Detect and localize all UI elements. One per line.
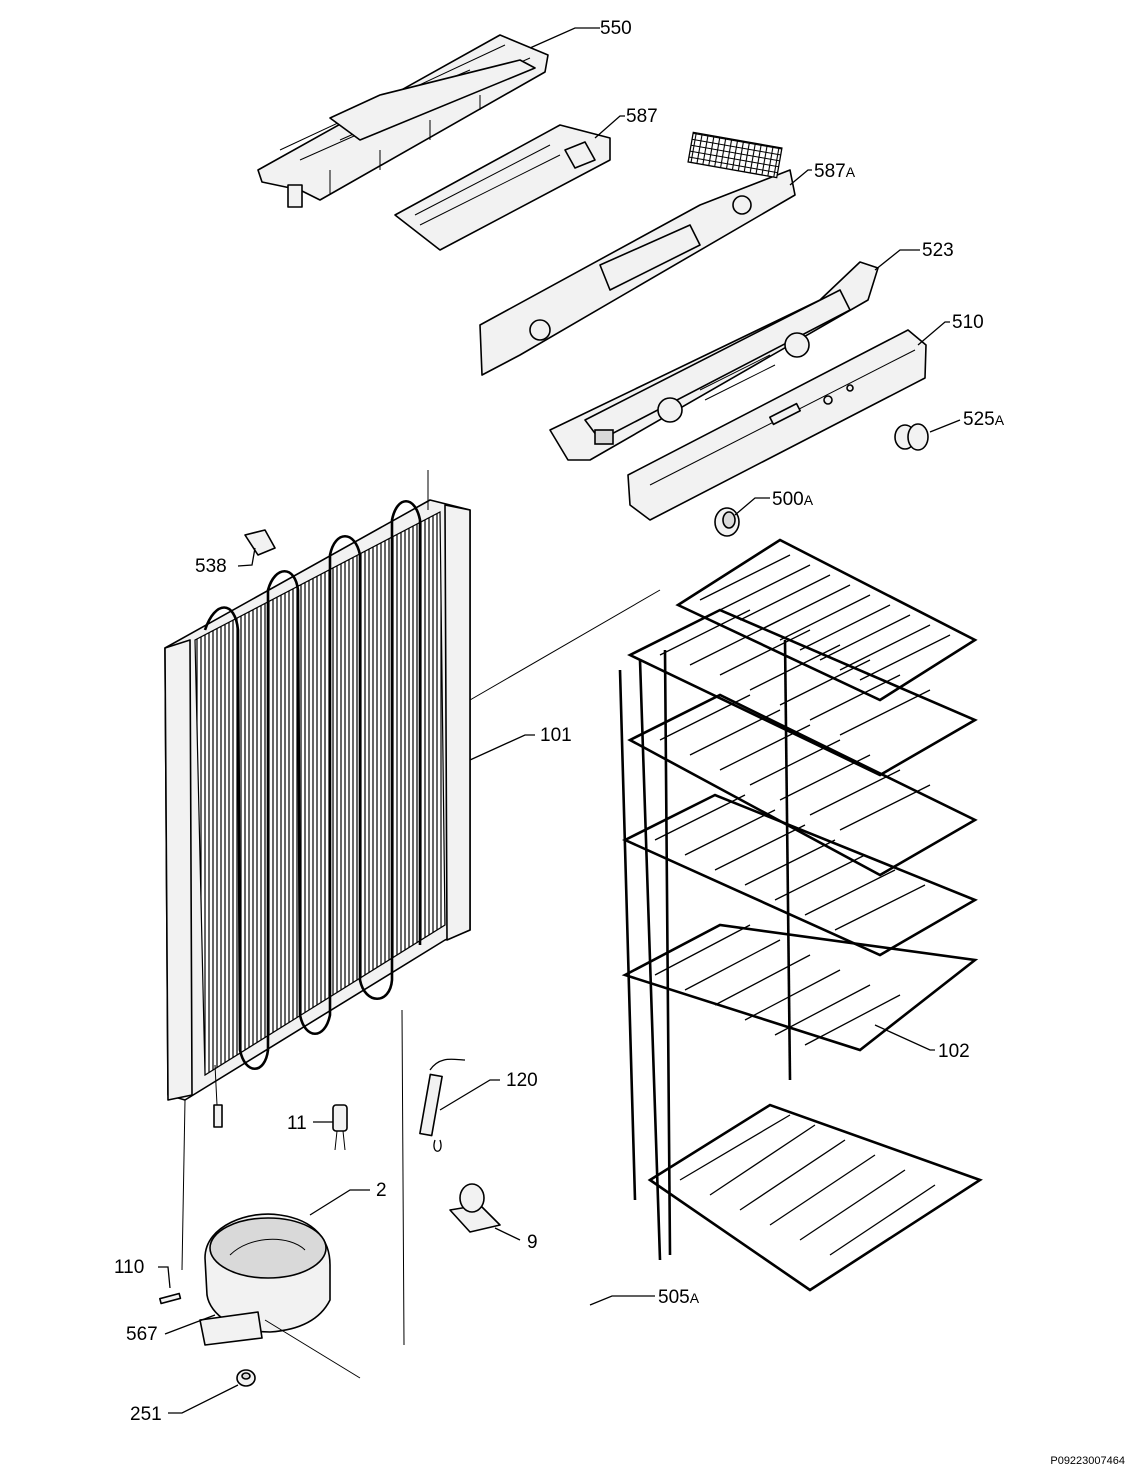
part-510-handle-bar (627, 329, 927, 521)
label-523: 523 (922, 240, 954, 261)
label-587: 587 (626, 106, 658, 127)
leader-538 (237, 547, 256, 567)
label-251: 251 (130, 1404, 162, 1425)
leader-110 (158, 1266, 171, 1289)
label-567: 567 (126, 1324, 158, 1345)
leader-102 (874, 1024, 935, 1051)
leader-505a (589, 1295, 655, 1306)
part-587a-panel (479, 131, 796, 376)
label-11: 11 (287, 1113, 307, 1134)
part-525a-knob (894, 423, 929, 451)
part-523-frame (549, 261, 879, 461)
label-110: 110 (114, 1257, 144, 1278)
leader-500a (734, 497, 770, 516)
part-251-grommet (236, 1369, 256, 1387)
leader-251 (168, 1384, 239, 1414)
leader-567 (164, 1314, 216, 1335)
label-538: 538 (195, 556, 227, 577)
part-11-capacitor (332, 1104, 348, 1151)
part-2-compressor (159, 1213, 331, 1346)
label-510: 510 (952, 312, 984, 333)
part-101-evaporator-panel (164, 470, 471, 1271)
label-587a: 587A (814, 161, 856, 182)
part-500a-small-cap (714, 507, 740, 537)
leader-120 (439, 1079, 500, 1111)
label-120: 120 (506, 1070, 538, 1091)
label-500a: 500A (772, 489, 814, 510)
leader-2 (309, 1189, 370, 1216)
part-538-clip (244, 529, 276, 556)
assembly-line (264, 589, 661, 1379)
leader-550 (529, 27, 600, 49)
leader-587 (594, 115, 625, 139)
label-505a: 505A (658, 1287, 700, 1308)
label-9: 9 (527, 1232, 538, 1253)
part-550-top-cover (257, 34, 549, 208)
drawing-reference-number: P09223007464 (1050, 1455, 1125, 1467)
label-525a: 525A (963, 409, 1005, 430)
leader-587a (789, 169, 812, 186)
label-2: 2 (376, 1180, 387, 1201)
label-102: 102 (938, 1041, 970, 1062)
leader-9 (494, 1227, 521, 1241)
part-102-wire-shelves (618, 538, 983, 1292)
part-587-control-board (394, 124, 611, 251)
leader-523 (874, 249, 920, 271)
leader-101 (469, 734, 535, 761)
label-101: 101 (540, 725, 572, 746)
part-9-relay (449, 1183, 501, 1233)
part-120-sensor (419, 1058, 466, 1152)
label-550: 550 (600, 18, 632, 39)
leader-510 (917, 321, 950, 346)
leader-525a (929, 419, 961, 433)
